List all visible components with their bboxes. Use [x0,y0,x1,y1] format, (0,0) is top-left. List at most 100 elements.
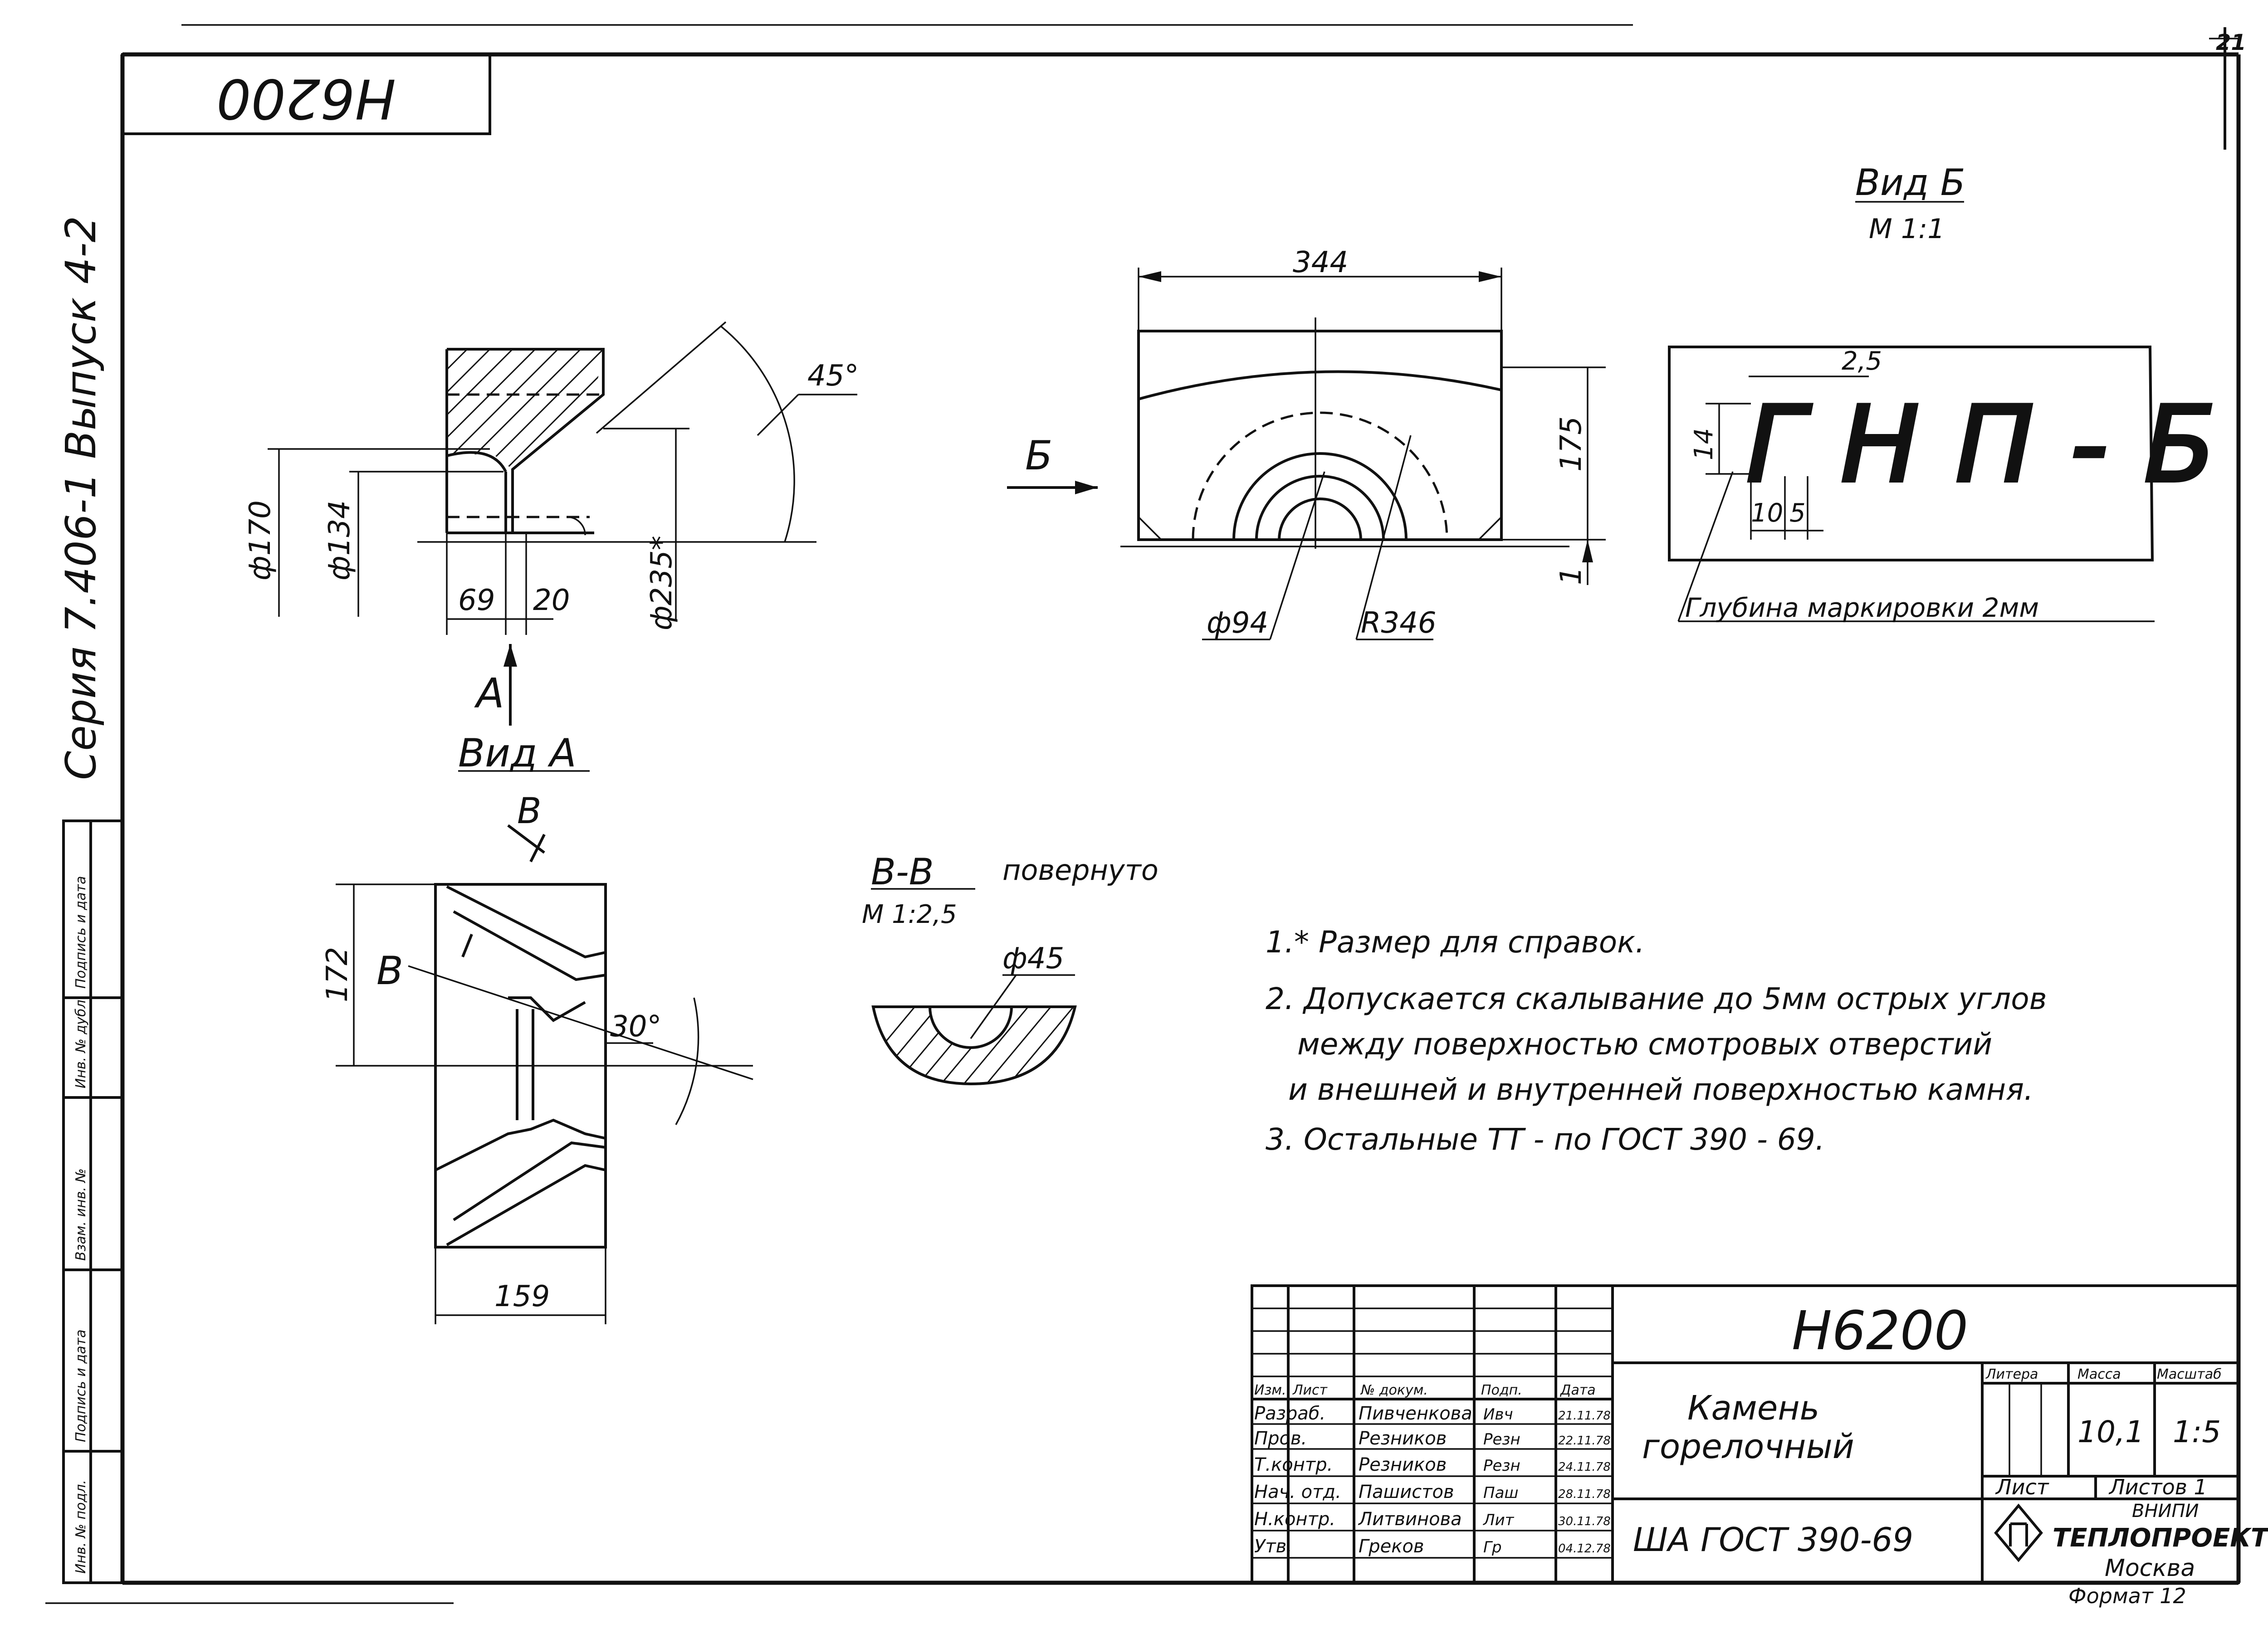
table-row-date: 22.11.78 [1558,1434,1611,1448]
notes: 1.* Размер для справок. 2. Допускается с… [1266,925,2047,1157]
org-line3: Москва [2105,1555,2195,1582]
table-row-name: Резников [1359,1454,1447,1475]
title-material: ША ГОСТ 390-69 [1633,1521,1913,1559]
col-header: Изм. [1254,1382,1286,1398]
table-row-name: Литвинова [1358,1509,1462,1530]
dim-5: 5 [1789,498,1806,528]
view-b-title: Вид Б [1855,161,1965,204]
title-block-col-headers: Изм. Лист № докум. Подп. Дата [1254,1382,1596,1398]
dim-69: 69 [458,584,495,617]
section-rotated: повернуто [1002,854,1158,887]
header-massa: Масса [2077,1366,2121,1382]
table-row-sign: Лит [1482,1511,1515,1529]
table-row-role: Т.контр. [1254,1454,1333,1475]
dim-r346: R346 [1361,606,1437,640]
dim-d170: ф170 [244,500,277,580]
note-line: 2. Допускается скалывание до 5мм острых … [1266,981,2047,1016]
section-mark-b-side: В [376,948,403,994]
dim-14: 14 [1689,428,1719,460]
bottom-view-dimensions: 172 159 30° [321,947,661,1313]
table-row-sign: Гр [1483,1538,1502,1556]
main-view-dimensions: 344 175 1 ф94 R346 [1207,246,1588,640]
header-litera: Литера [1985,1366,2038,1382]
view-b-scale: М 1:1 [1869,213,1945,245]
title-designation: Н6200 [1792,1299,1968,1362]
table-row-name: Резников [1359,1428,1447,1449]
col-header: № докум. [1360,1382,1428,1398]
side-stamp-labels: Инв. № подл. Подпись и дата Взам. инв. №… [73,876,89,1574]
side-stamp-label: Инв. № дубл. [73,995,89,1088]
dim-d94: ф94 [1207,606,1268,640]
dim-angle-30: 30° [610,1010,661,1044]
side-stamp-label: Подпись и дата [73,876,89,989]
top-left-dimensions: ф170 ф134 ф235* 69 20 45° [244,359,859,630]
header-masshtab: Масштаб [2157,1366,2222,1382]
table-row-date: 24.11.78 [1558,1460,1611,1474]
title-sheets-label: Листов 1 [2108,1475,2207,1499]
dim-175: 175 [1554,416,1588,472]
table-row-date: 30.11.78 [1558,1515,1611,1528]
dim-2-5: 2,5 [1842,346,1882,376]
side-stamp-label: Подпись и дата [73,1330,89,1443]
table-row-role: Н.контр. [1254,1509,1335,1530]
bottom-view [336,824,753,1324]
table-row-role: Разраб. [1254,1403,1325,1424]
designation-mirrored: Н6200 [216,66,396,129]
dim-20: 20 [533,584,570,617]
dim-1: 1 [1554,566,1588,585]
title-block [1251,1284,2240,1584]
org-line2: ТЕПЛОПРОЕКТ [2053,1523,2268,1553]
dim-angle-45: 45° [807,359,859,393]
table-row-date: 04.12.78 [1558,1542,1611,1556]
col-header: Лист [1292,1382,1328,1398]
note-line: и внешней и внутренней поверхностью камн… [1288,1072,2033,1107]
view-b-dimensions: 2,5 14 10 5 [1689,346,1882,528]
note-line: 1.* Размер для справок. [1266,925,1645,960]
title-format: Формат 12 [2068,1584,2186,1608]
marking-text: ГНП-Б [1746,385,2252,506]
series-vertical: Серия 7.406-1 Выпуск 4-2 [57,216,105,780]
dim-d235: ф235* [645,536,679,630]
table-row-sign: Паш [1483,1484,1519,1502]
title-name-line1: Камень [1687,1389,1819,1428]
table-row-role: Утв. [1254,1536,1292,1557]
marking-depth-note: Глубина маркировки 2мм [1685,592,2039,623]
table-row-name: Пивченкова [1359,1403,1472,1424]
title-sheet-label: Лист [1995,1475,2049,1499]
table-row-name: Пашистов [1359,1482,1454,1502]
title-block-signatures: Разраб. Пивченкова Ивч 21.11.78 Пров. Ре… [1254,1403,1611,1557]
dim-172: 172 [321,947,354,1002]
view-a-title: Вид А [458,731,577,776]
side-stamp-label: Взам. инв. № [73,1168,89,1261]
section-bb [871,974,1077,1086]
table-row-sign: Резн [1483,1457,1520,1475]
dim-159: 159 [494,1280,550,1313]
col-header: Дата [1559,1382,1596,1398]
table-row-sign: Резн [1483,1430,1520,1449]
title-name-line2: горелочный [1642,1427,1854,1466]
dim-d134: ф134 [323,500,357,580]
org-line1: ВНИПИ [2132,1501,2199,1522]
section-dim-d45: ф45 [1002,942,1064,976]
note-line: 3. Остальные ТТ - по ГОСТ 390 - 69. [1266,1122,1825,1157]
table-row-sign: Ивч [1483,1405,1513,1424]
label-a: А [474,670,504,717]
table-row-role: Нач. отд. [1254,1482,1341,1502]
section-scale: М 1:2,5 [862,900,957,929]
main-view [1007,268,1606,640]
table-row-date: 28.11.78 [1558,1488,1611,1501]
sheet-number: 21 [2216,30,2246,55]
table-row-role: Пров. [1254,1428,1307,1449]
section-title: В-В [871,851,934,893]
dim-10: 10 [1751,498,1783,528]
table-row-date: 21.11.78 [1558,1409,1611,1423]
section-mark-b: В [517,791,542,832]
dim-344: 344 [1293,246,1348,279]
sheet-frame [45,24,2241,1604]
table-row-name: Греков [1359,1536,1424,1557]
note-line: между поверхностью смотровых отверстий [1297,1027,1992,1062]
col-header: Подп. [1481,1382,1522,1398]
title-scale: 1:5 [2173,1415,2221,1449]
arrow-b-label: Б [1025,432,1052,479]
